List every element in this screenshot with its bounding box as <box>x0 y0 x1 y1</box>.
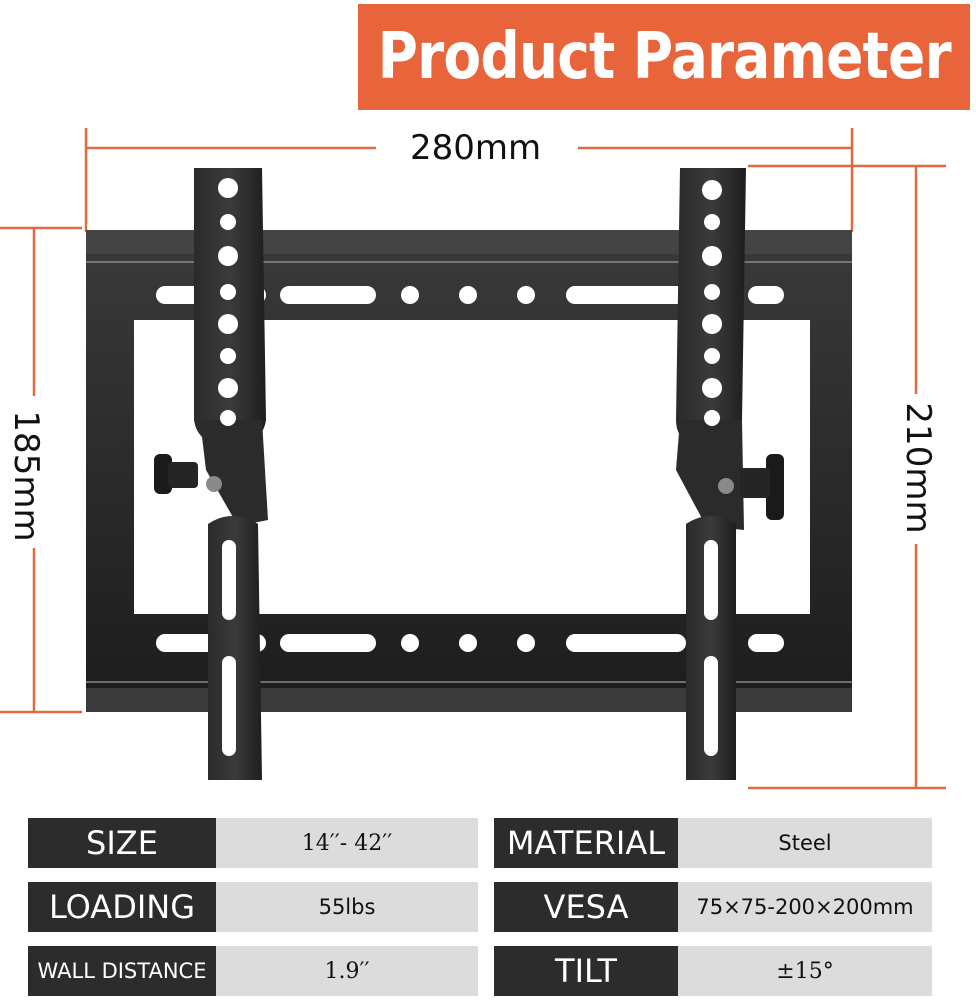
vesa-label: VESA <box>494 882 678 932</box>
size-label: SIZE <box>28 818 216 868</box>
spec-table: SIZE 14′′- 42′′ MATERIAL Steel LOADING 5… <box>28 818 932 1000</box>
right-arm <box>676 168 784 780</box>
wall-distance-label: WALL DISTANCE <box>28 946 216 996</box>
material-value: Steel <box>678 818 932 868</box>
spec-row: LOADING 55lbs VESA 75×75-200×200mm <box>28 882 932 932</box>
material-label: MATERIAL <box>494 818 678 868</box>
loading-label: LOADING <box>28 882 216 932</box>
tilt-label: TILT <box>494 946 678 996</box>
left-arm <box>154 168 268 780</box>
banner-title: Product Parameter <box>377 20 951 94</box>
vesa-value: 75×75-200×200mm <box>678 882 932 932</box>
width-dimension-label: 280mm <box>410 128 542 168</box>
size-value: 14′′- 42′′ <box>216 818 478 868</box>
tilt-value: ±15° <box>678 946 932 996</box>
title-banner: Product Parameter <box>358 4 970 110</box>
loading-value: 55lbs <box>216 882 478 932</box>
spec-row: SIZE 14′′- 42′′ MATERIAL Steel <box>28 818 932 868</box>
wall-distance-value: 1.9′′ <box>216 946 478 996</box>
spec-row: WALL DISTANCE 1.9′′ TILT ±15° <box>28 946 932 996</box>
